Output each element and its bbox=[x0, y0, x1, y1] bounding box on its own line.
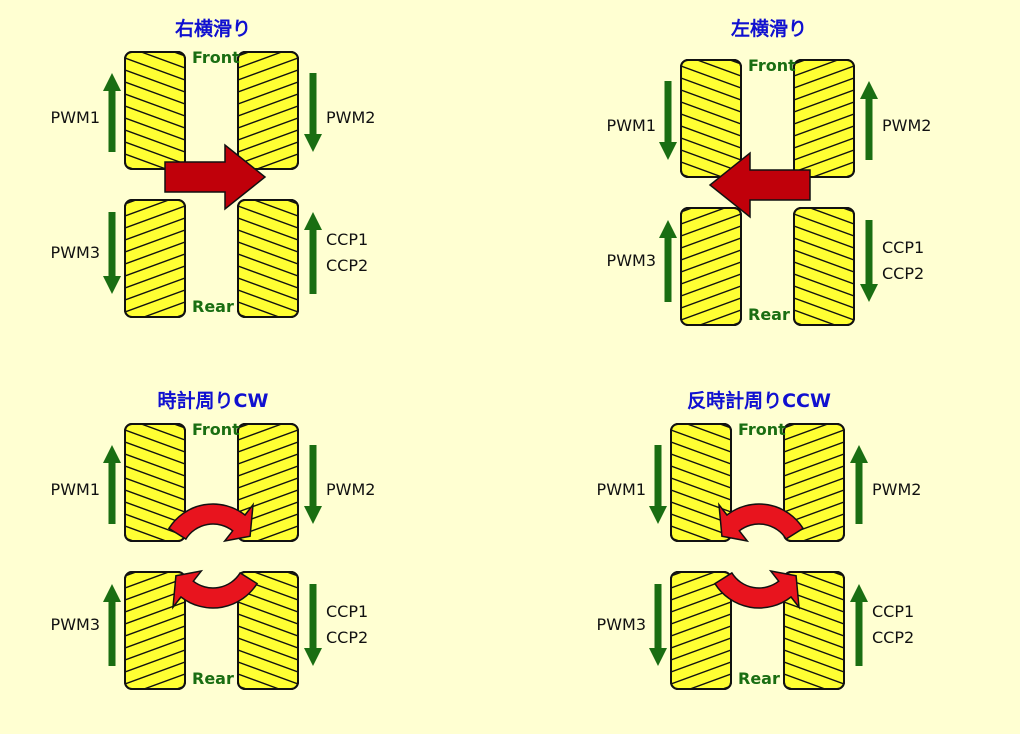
pwm1-label: PWM1 bbox=[607, 116, 656, 135]
ccp1-label: CCP1 bbox=[326, 230, 368, 249]
ccp2-label: CCP2 bbox=[882, 264, 924, 283]
arrow-front-right-icon bbox=[850, 445, 868, 524]
arrow-front-left-icon bbox=[659, 81, 677, 160]
pwm3-label: PWM3 bbox=[51, 615, 100, 634]
wheel-rear-left bbox=[124, 199, 186, 318]
arrow-rear-right-icon bbox=[850, 584, 868, 666]
rotation-arrow-bottom-icon bbox=[171, 569, 259, 610]
ccp1-label: CCP1 bbox=[882, 238, 924, 257]
arrow-front-right-icon bbox=[860, 81, 878, 160]
ccp2-label: CCP2 bbox=[326, 628, 368, 647]
arrow-front-right-icon bbox=[304, 445, 322, 524]
motion-arrow-left bbox=[708, 151, 811, 219]
front-label: Front bbox=[748, 56, 796, 75]
arrow-rear-right-icon bbox=[304, 212, 322, 294]
pwm2-label: PWM2 bbox=[872, 480, 921, 499]
rear-label: Rear bbox=[192, 669, 234, 688]
arrow-rear-right-icon bbox=[860, 220, 878, 302]
panel-title: 左横滑り bbox=[731, 17, 807, 40]
front-label: Front bbox=[192, 420, 240, 439]
ccp1-label: CCP1 bbox=[326, 602, 368, 621]
front-label: Front bbox=[738, 420, 786, 439]
wheel-rear-right bbox=[793, 207, 855, 326]
wheel-rear-left bbox=[124, 571, 186, 690]
panel-title: 反時計周りCCW bbox=[687, 389, 831, 412]
wheel-front-left bbox=[670, 423, 732, 542]
wheel-front-right bbox=[237, 423, 299, 542]
wheel-rear-left bbox=[670, 571, 732, 690]
wheel-rear-right bbox=[783, 571, 845, 690]
pwm3-label: PWM3 bbox=[607, 251, 656, 270]
arrow-rear-left-icon bbox=[103, 584, 121, 666]
pwm3-label: PWM3 bbox=[597, 615, 646, 634]
arrow-front-left-icon bbox=[649, 445, 667, 524]
pwm1-label: PWM1 bbox=[51, 108, 100, 127]
wheel-front-left bbox=[680, 59, 742, 178]
arrow-rear-left-icon bbox=[649, 584, 667, 666]
arrow-front-right-icon bbox=[304, 73, 322, 152]
motion-arrow-right bbox=[164, 143, 267, 211]
rotation-arrow-top-icon bbox=[167, 502, 255, 543]
wheel-front-left bbox=[124, 423, 186, 542]
ccp2-label: CCP2 bbox=[872, 628, 914, 647]
panel-title: 時計周りCW bbox=[158, 389, 269, 412]
arrow-rear-right-icon bbox=[304, 584, 322, 666]
rotation-arrow-bottom-icon bbox=[713, 569, 801, 610]
pwm2-label: PWM2 bbox=[326, 480, 375, 499]
ccp2-label: CCP2 bbox=[326, 256, 368, 275]
rear-label: Rear bbox=[738, 669, 780, 688]
wheel-front-right bbox=[783, 423, 845, 542]
rear-label: Rear bbox=[192, 297, 234, 316]
ccp1-label: CCP1 bbox=[872, 602, 914, 621]
wheel-front-left bbox=[124, 51, 186, 170]
pwm3-label: PWM3 bbox=[51, 243, 100, 262]
pwm1-label: PWM1 bbox=[51, 480, 100, 499]
arrow-front-left-icon bbox=[103, 445, 121, 524]
arrow-rear-left-icon bbox=[103, 212, 121, 294]
pwm2-label: PWM2 bbox=[326, 108, 375, 127]
wheel-front-right bbox=[793, 59, 855, 178]
front-label: Front bbox=[192, 48, 240, 67]
pwm2-label: PWM2 bbox=[882, 116, 931, 135]
rotation-arrow-top-icon bbox=[717, 502, 805, 543]
arrow-front-left-icon bbox=[103, 73, 121, 152]
wheel-rear-right bbox=[237, 571, 299, 690]
panel-title: 右横滑り bbox=[174, 17, 251, 40]
arrow-rear-left-icon bbox=[659, 220, 677, 302]
rear-label: Rear bbox=[748, 305, 790, 324]
pwm1-label: PWM1 bbox=[597, 480, 646, 499]
wheel-rear-left bbox=[680, 207, 742, 326]
wheel-front-right bbox=[237, 51, 299, 170]
wheel-rear-right bbox=[237, 199, 299, 318]
